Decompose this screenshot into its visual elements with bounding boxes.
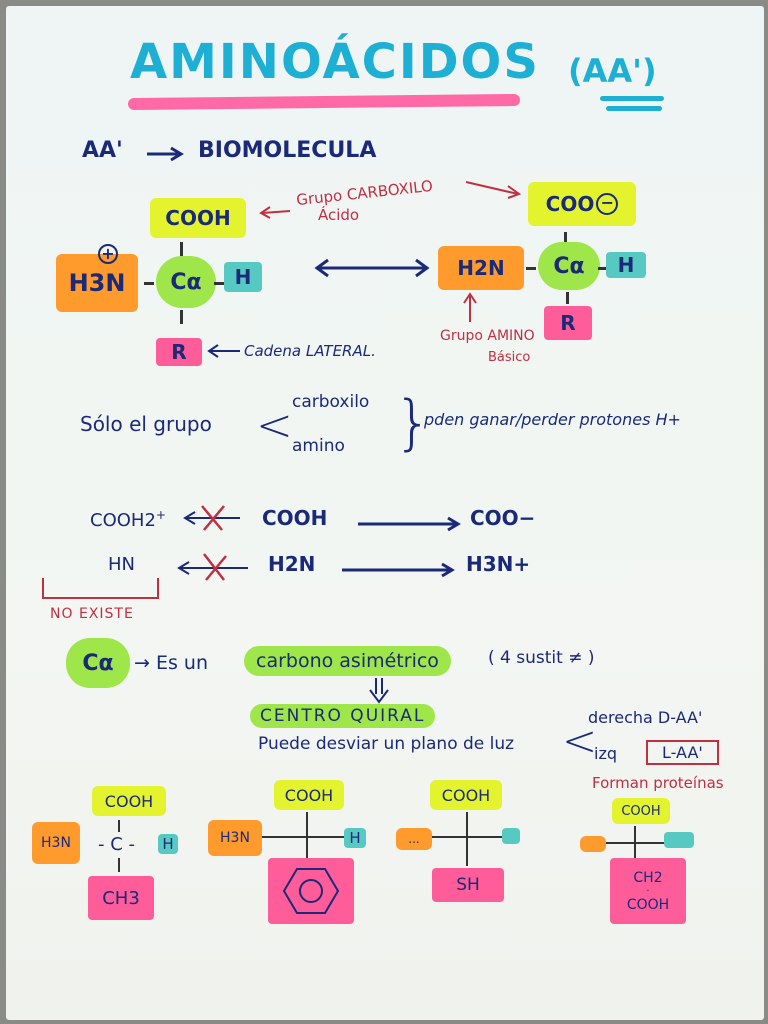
arrow-left-icon [207, 344, 240, 358]
h2n-label: H2N [438, 246, 524, 290]
annotation-cadena: Cadena LATERAL. [244, 342, 376, 360]
intro-biomolecula: BIOMOLECULA [198, 138, 377, 163]
reaction1-left: COOH2+ [90, 508, 166, 531]
example4-cooh-bottom: COOH [626, 896, 670, 913]
benzene-ring-icon [282, 868, 340, 914]
bond-line [566, 292, 569, 304]
bond-line [598, 267, 606, 270]
positive-charge-icon: + [98, 244, 118, 264]
brace-right-icon: } [394, 388, 433, 458]
r-group-right: R [544, 306, 592, 340]
l-aa-box: L-AA' [646, 740, 719, 765]
annotation-acido: Ácido [318, 206, 360, 224]
annotation-basico: Básico [488, 350, 531, 365]
derecha-label: derecha D-AA' [588, 708, 703, 727]
example2-benzene-box [268, 858, 354, 924]
abbr-underline-2 [606, 106, 662, 111]
bracket-underline-icon [42, 578, 159, 599]
bracket-left-icon: < [562, 716, 598, 765]
negative-charge-icon: − [596, 193, 619, 215]
izq-label: izq [594, 744, 617, 763]
only-group-carboxilo: carboxilo [292, 392, 370, 412]
arrow-up-icon [463, 292, 477, 322]
bond-line [118, 858, 120, 872]
arrow-left-icon [259, 206, 291, 219]
reaction2-left: HN [108, 554, 135, 575]
centro-quiral: CENTRO QUIRAL [250, 704, 436, 728]
bond-line [180, 242, 183, 256]
example3-left: ... [396, 828, 432, 850]
example3-cooh: COOH [430, 780, 502, 810]
bracket-left-icon: < [256, 400, 293, 451]
abbr-underline [600, 96, 664, 101]
forman-proteinas: Forman proteínas [592, 774, 724, 792]
reaction1-mid: COOH [262, 506, 328, 530]
crossed-arrow-icon [183, 505, 240, 531]
coo-label: COO − [528, 182, 636, 226]
example4-side-chain: CH2 · COOH [610, 858, 686, 924]
carbono-asimetrico: carbono asimétrico [244, 646, 451, 676]
reaction2-mid: H2N [268, 552, 316, 576]
equilibrium-arrow-icon [314, 258, 430, 278]
nh3-label: H3N [56, 254, 138, 312]
arrow-right-icon [465, 181, 522, 199]
only-group-tail: pden ganar/perder protones H+ [424, 410, 681, 429]
alpha-carbon-highlight: Cα [66, 638, 130, 688]
bond-line [430, 836, 502, 838]
reaction1-left-text: COOH2 [90, 510, 156, 531]
h-label-right: H [606, 252, 646, 278]
reaction1-left-sup: + [155, 508, 166, 522]
example2-h: H [344, 828, 366, 848]
h-label: H [224, 262, 262, 292]
bond-line [466, 812, 468, 866]
reaction1-right: COO− [470, 506, 536, 530]
arrow-right-icon [358, 516, 461, 532]
desviar-luz: Puede desviar un plano de luz [258, 734, 515, 754]
only-group-amino: amino [292, 436, 345, 456]
page-title: AMINOÁCIDOS [130, 34, 540, 90]
notebook-page [6, 6, 764, 1020]
arrow-right-icon [342, 562, 455, 578]
example1-cooh: COOH [92, 786, 166, 816]
example4-ch2: CH2 [633, 869, 663, 886]
alpha-carbon-right: Cα [538, 242, 600, 290]
chiral-text: → Es un [134, 652, 208, 674]
bond-line [604, 842, 666, 844]
bond-line [144, 282, 154, 285]
example1-center: - C - [98, 834, 136, 855]
example2-cooh: COOH [274, 780, 344, 810]
example1-h: H [158, 834, 178, 854]
example2-nh3: H3N [208, 820, 262, 856]
bond-line [260, 836, 346, 838]
example4-right [664, 832, 694, 848]
annotation-amino: Grupo AMINO [440, 328, 535, 344]
alpha-carbon: Cα [156, 256, 216, 308]
no-existe-label: NO EXISTE [50, 606, 134, 622]
cooh-label: COOH [150, 198, 246, 238]
bond-line [526, 267, 536, 270]
example1-nh3: H3N [32, 822, 80, 864]
double-arrow-down-icon [369, 678, 389, 704]
bond-dot: · [646, 885, 650, 897]
crossed-arrow-icon [177, 553, 248, 581]
sustituyentes-note: ( 4 sustit ≠ ) [488, 648, 595, 668]
example4-cooh: COOH [612, 798, 670, 824]
example1-ch3: CH3 [88, 876, 154, 920]
example4-left [580, 836, 606, 852]
bond-line [564, 232, 567, 246]
coo-text: COO [545, 192, 595, 216]
page-title-abbr: (AA') [568, 52, 657, 90]
bond-line [118, 820, 120, 832]
arrow-right-icon [147, 146, 184, 162]
reaction2-right: H3N+ [466, 552, 531, 576]
intro-aa: AA' [82, 138, 123, 163]
bond-line [214, 282, 224, 285]
only-group-lead: Sólo el grupo [80, 412, 212, 436]
example3-sh: SH [432, 868, 504, 902]
example3-right [502, 828, 520, 844]
bond-line [180, 310, 183, 324]
r-group: R [156, 338, 202, 366]
